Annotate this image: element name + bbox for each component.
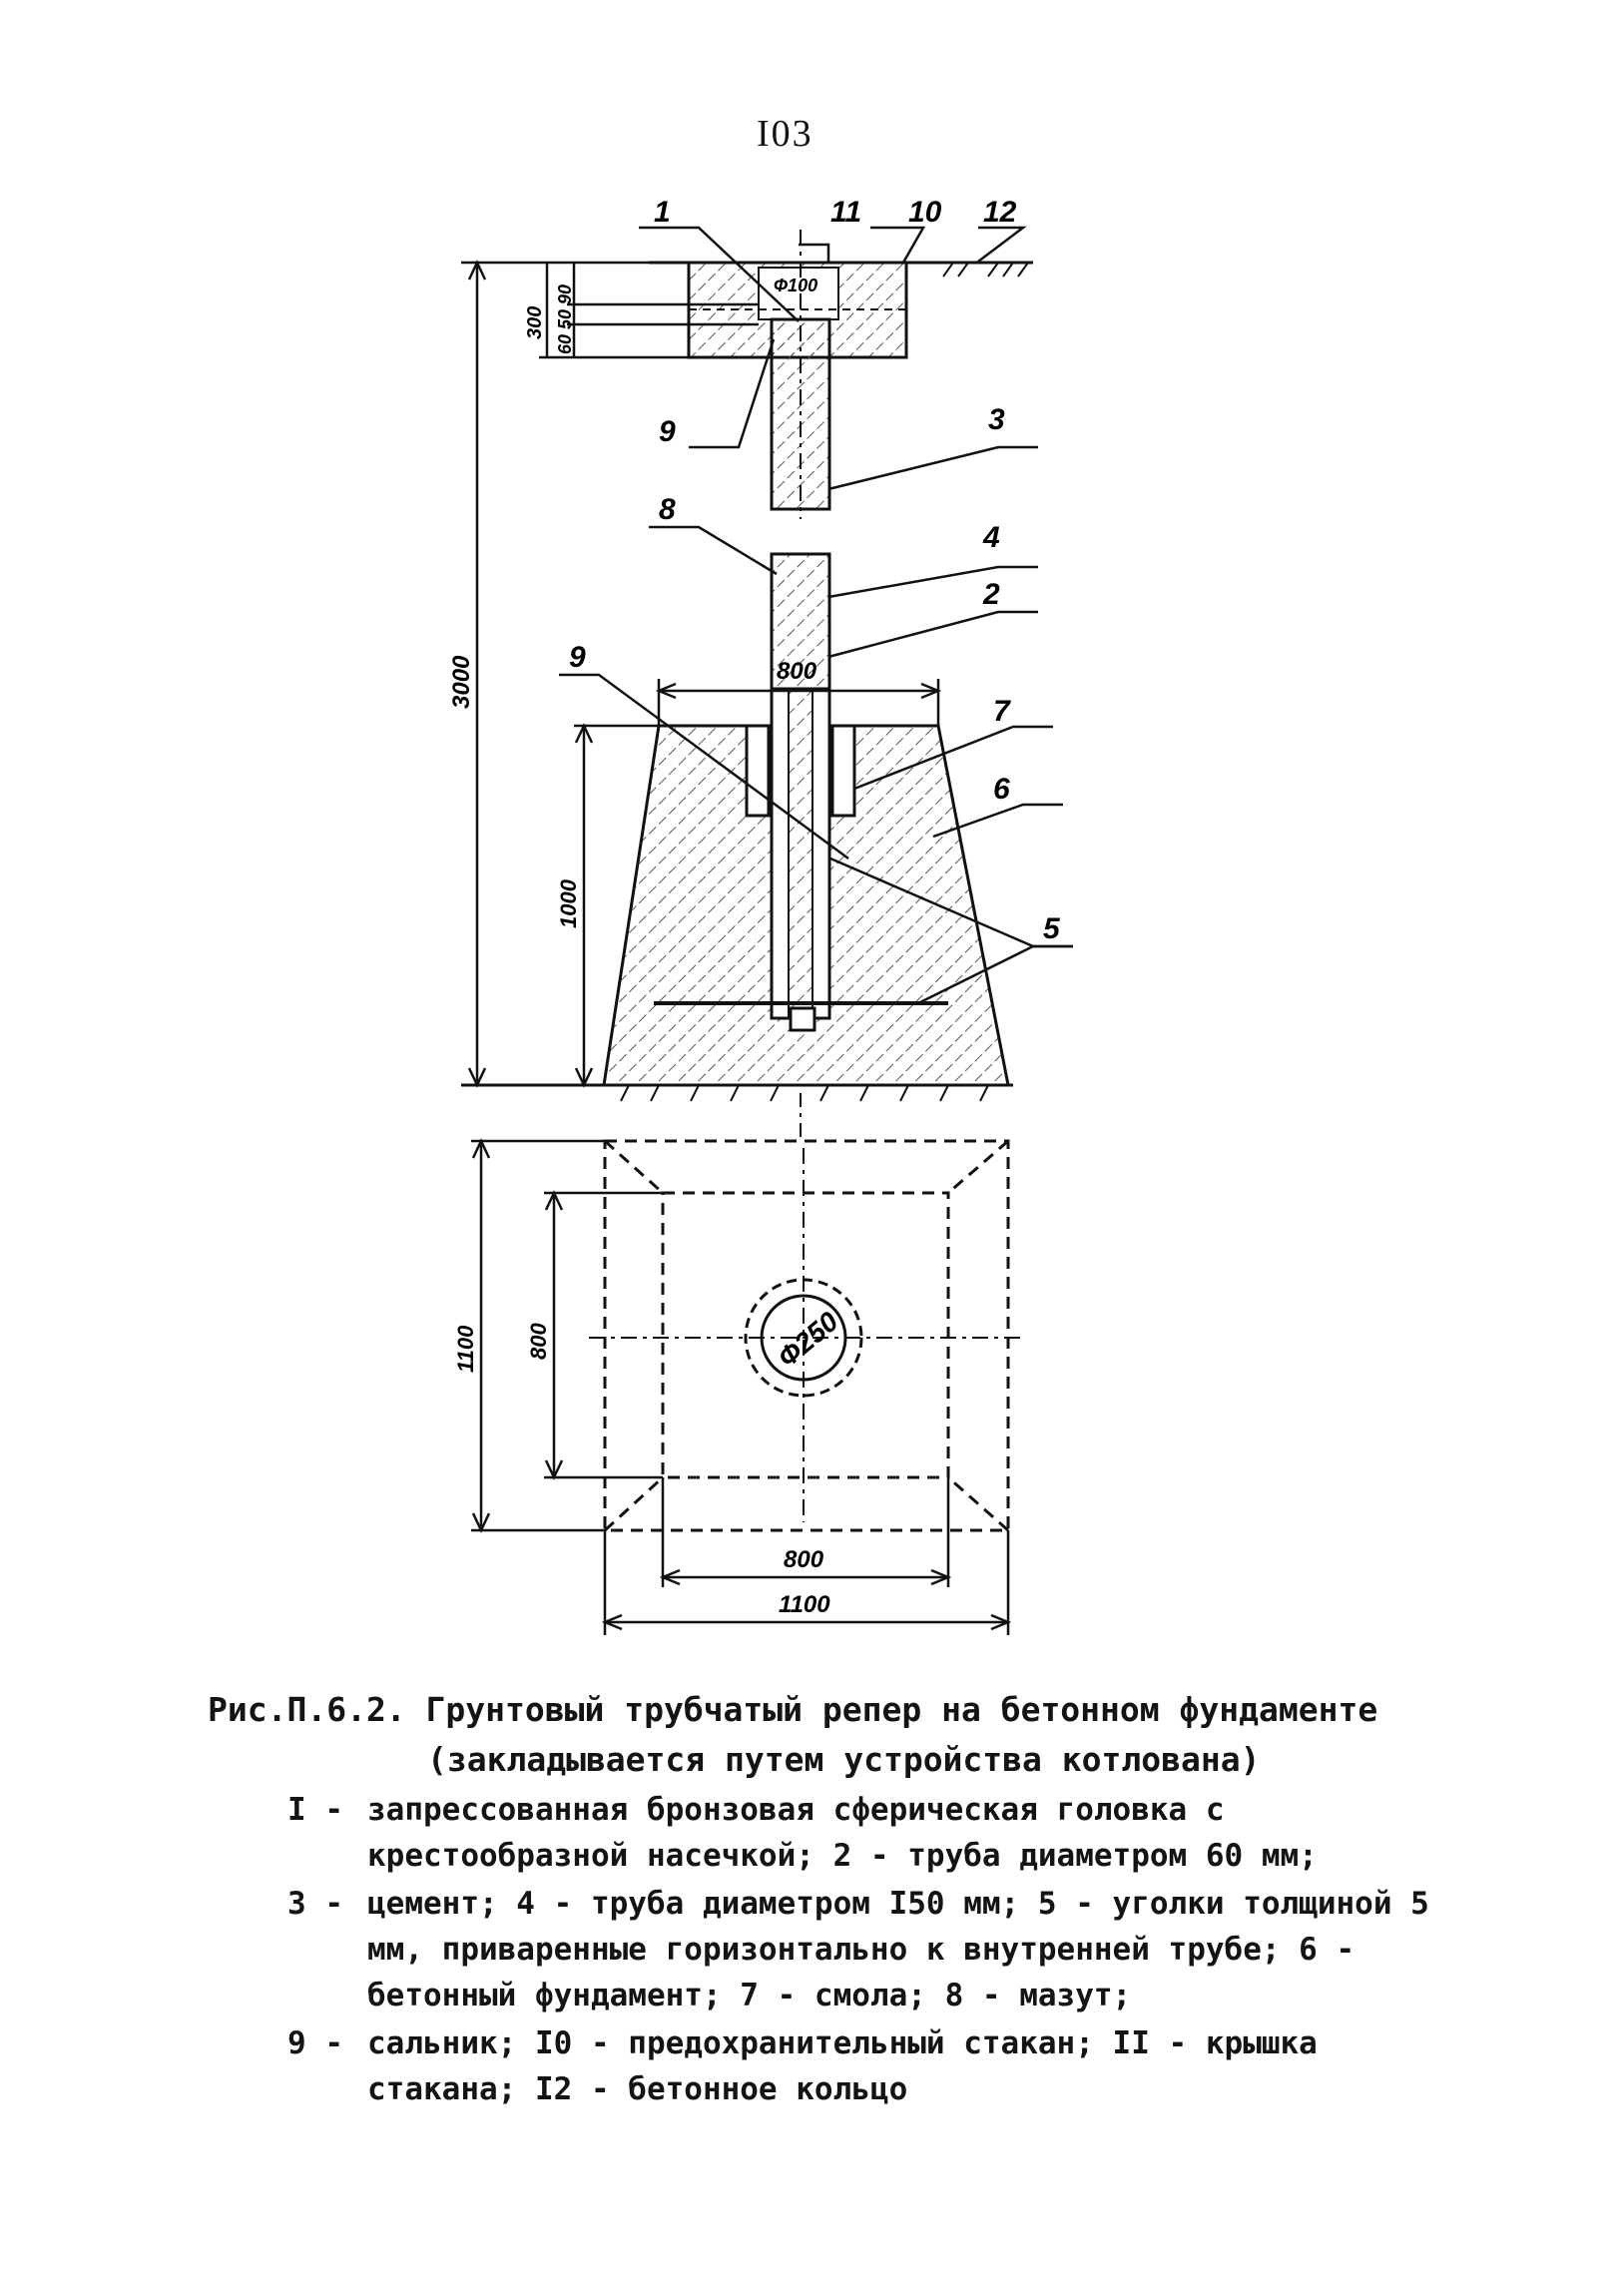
legend-item: I - запрессованная бронзовая сферическая…: [287, 1787, 1445, 1879]
figure-legend: I - запрессованная бронзовая сферическая…: [287, 1787, 1445, 2114]
legend-item-text: запрессованная бронзовая сферическая гол…: [367, 1792, 1318, 1874]
callout-8: 8: [659, 493, 676, 526]
concrete-foundation: [602, 687, 1010, 1087]
dim-1100-bottom: 1100: [779, 1591, 830, 1618]
cap-diameter-label: Ф100: [774, 276, 817, 295]
legend-item: 3 - цемент; 4 - труба диаметром I50 мм; …: [287, 1881, 1445, 2018]
callout-2: 2: [982, 578, 1000, 611]
leader-lines: [559, 226, 1073, 1005]
legend-item: 9 - сальник; I0 - предохранительный стак…: [287, 2020, 1445, 2112]
callout-5: 5: [1043, 912, 1061, 945]
legend-item-number: 3 -: [287, 1886, 343, 1922]
upper-pipe: [770, 230, 831, 519]
callout-10: 10: [908, 196, 942, 229]
callout-9-mid: 9: [569, 641, 586, 674]
callout-11: 11: [830, 196, 861, 229]
ground-bottom: [461, 1083, 1013, 1143]
dim-800-top: 800: [777, 658, 817, 685]
legend-item-number: I -: [287, 1792, 343, 1828]
caption-line-1: Рис.П.6.2. Грунтовый трубчатый репер на …: [208, 1690, 1378, 1729]
dim-800-bottom: 800: [784, 1546, 824, 1573]
dim-300: 300: [524, 306, 546, 339]
legend-item-text: сальник; I0 - предохранительный стакан; …: [367, 2025, 1318, 2107]
callout-7: 7: [993, 695, 1011, 728]
callout-6: 6: [993, 773, 1010, 806]
callout-3: 3: [988, 403, 1005, 436]
dim-1100-left: 1100: [453, 1325, 478, 1373]
legend-item-number: 9 -: [287, 2025, 343, 2061]
legend-item-text: цемент; 4 - труба диаметром I50 мм; 5 - …: [367, 1886, 1429, 2013]
caption-line-2: (закладывается путем устройства котлован…: [427, 1740, 1261, 1779]
dim-60-50-90: 60 50 90: [555, 285, 575, 354]
dim-800-left: 800: [526, 1323, 551, 1360]
callout-1: 1: [654, 196, 671, 229]
benchmark-drawing: Ф100 Ф250: [448, 196, 1073, 1635]
plan-diameter-label: Ф250: [772, 1306, 844, 1374]
callout-9-top: 9: [659, 415, 676, 448]
plan-view: [589, 1139, 1023, 1532]
page-number: I03: [757, 113, 813, 155]
callout-4: 4: [982, 521, 1000, 554]
dim-1000: 1000: [556, 878, 581, 928]
callout-12: 12: [983, 196, 1017, 229]
dimension-lines: [461, 260, 1012, 1635]
dim-3000: 3000: [448, 655, 475, 709]
protective-cup: [687, 261, 908, 359]
figure-caption: Рис.П.6.2. Грунтовый трубчатый репер на …: [208, 1685, 1455, 1785]
